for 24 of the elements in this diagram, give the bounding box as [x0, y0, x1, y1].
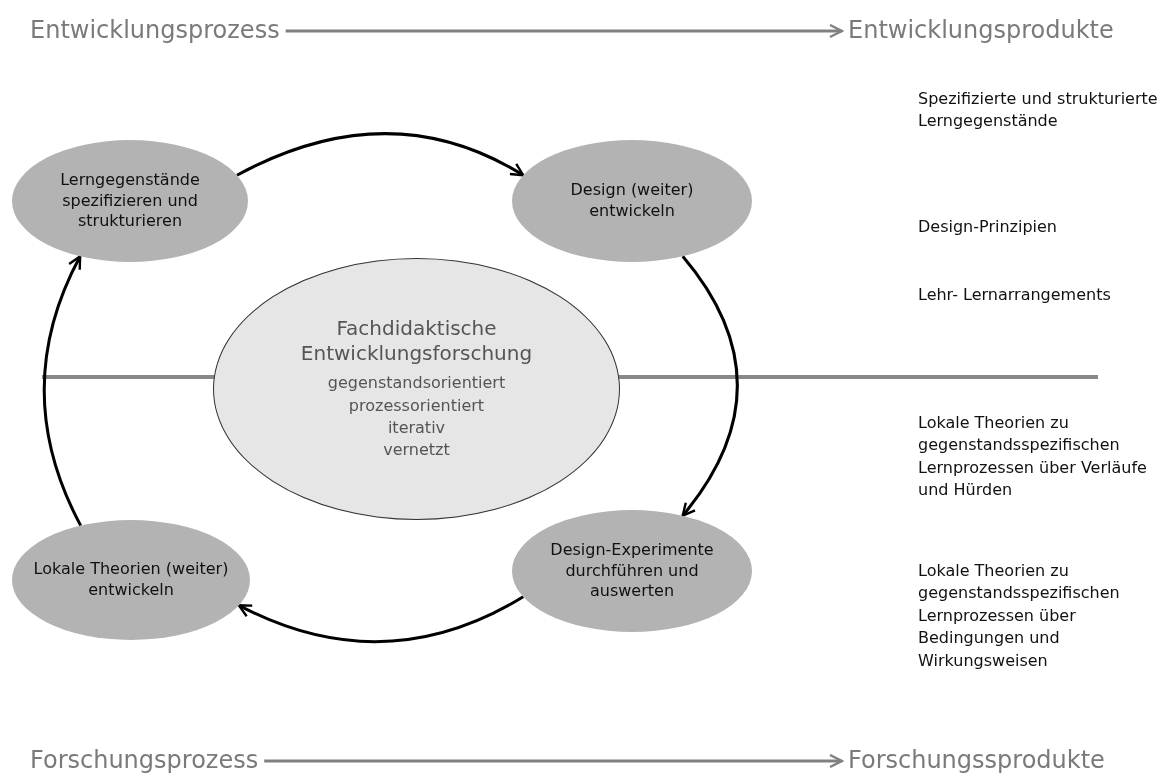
arrow: [681, 255, 739, 517]
process-text: Lokale Theorien (weiter) entwickeln: [32, 559, 230, 601]
product-note: Spezifizierte und strukturierte Lerngegenstände: [918, 88, 1158, 133]
arrow: [264, 753, 844, 769]
arrow: [236, 132, 525, 177]
property-text: gegenstandsorientiert: [327, 372, 506, 395]
process-heading: Entwicklungsprodukte: [848, 18, 1114, 42]
process-heading: Forschungssprodukte: [848, 748, 1105, 772]
property-text: iterativ: [387, 417, 446, 439]
process-text: Design (weiter) entwickeln: [569, 180, 695, 222]
process-heading: Forschungsprozess: [30, 748, 259, 772]
product-note: Lokale Theorien zu gegenstandsspezifischen Lernprozessen über Bedingungen und Wirkungsweisen: [918, 560, 1121, 672]
arrow: [237, 595, 524, 643]
property-text: vernetzt: [383, 439, 450, 462]
process-heading: Entwicklungsprozess: [30, 18, 280, 42]
product-note: Lehr- Lernarrangements: [918, 284, 1112, 306]
process-text: Design-Experimente durchführen und auswerten: [549, 539, 715, 603]
property-text: prozessorientiert: [348, 394, 485, 417]
arrow: [285, 23, 844, 39]
arrow: [42, 255, 83, 527]
center-title: Fachdidaktische Entwicklungsforschung: [299, 316, 534, 367]
product-note: Lokale Theorien zu gegenstandsspezifischen Lernprozessen über Verläufe und Hürden: [918, 412, 1148, 502]
process-text: Lerngegenstände spezifizieren und strukturieren: [59, 169, 201, 233]
product-note: Design-Prinzipien: [918, 216, 1058, 238]
